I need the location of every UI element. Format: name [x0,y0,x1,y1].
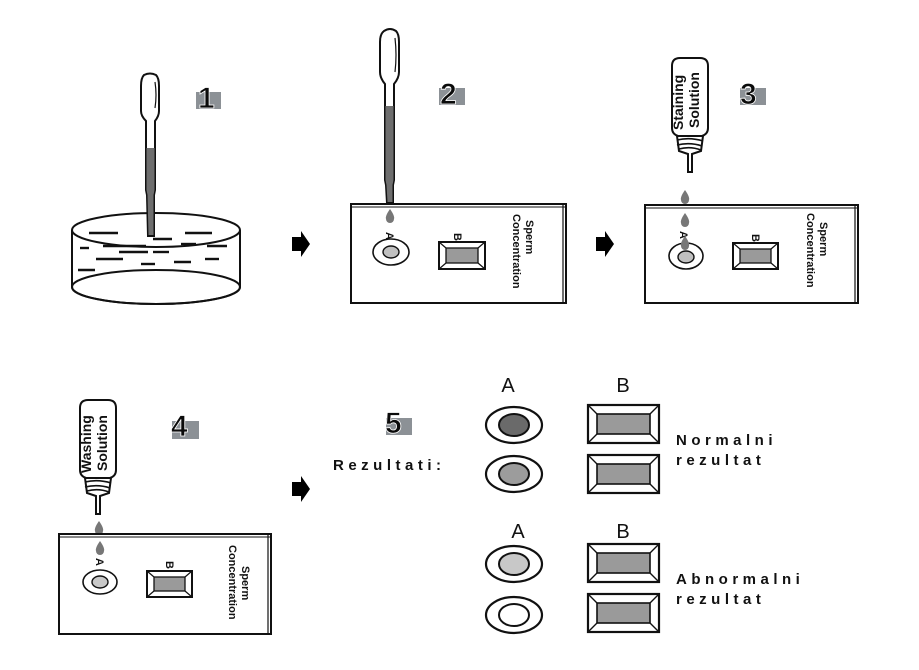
column-b-header: B [616,521,629,543]
sample-well-a [668,242,704,270]
step-badge-5: 5 [385,407,412,440]
window-b [586,542,661,584]
step-badge-2: 2 [439,78,465,111]
liquid-lines [78,231,227,272]
result-window-b [146,570,193,598]
column-b-header: B [616,375,629,397]
drop-icon [94,521,104,535]
step-badge-4: 4 [171,410,199,443]
step-1: 1 [71,72,241,305]
window-b-label: B [749,234,761,242]
abnormal-result-group: Abnormalni rezultat [484,542,804,635]
sample-well-a [372,238,410,266]
window-b-label: B [451,233,463,241]
results-heading: Rezultati: [333,457,446,474]
window-b-label: B [163,561,175,569]
well-a-no-spot [484,595,544,635]
sample-container [71,212,241,305]
well-a-label: A [93,558,105,566]
well-a-label: A [677,231,689,239]
result-window-b [732,242,779,270]
svg-text:2: 2 [440,78,457,111]
pipette-icon [140,72,160,237]
test-card: A B Sperm Concentration [58,533,272,635]
svg-text:4: 4 [171,410,188,443]
well-a-medium-spot [484,454,544,494]
well-a-label: A [383,232,395,240]
card-title-line1: Sperm [523,220,535,254]
step-5-results: 5 Rezultati: A B No [333,375,804,635]
normal-label-line2: rezultat [676,452,765,469]
card-title-line1: Sperm [817,222,829,256]
sample-well-a [82,569,118,595]
staining-solution-bottle-icon: Staining Solution [670,57,709,173]
arrow-right-icon [292,476,310,502]
bottle-label-line1: Washing [78,415,94,473]
washing-solution-bottle-icon: Washing Solution [78,399,117,515]
pipette-icon [379,28,400,204]
step-3: Staining Solution 3 A B Sperm [644,57,859,304]
step-4: Washing Solution 4 A B Sperm Co [58,399,272,635]
svg-text:3: 3 [740,78,757,111]
abnormal-label-line1: Abnormalni [676,571,804,588]
window-b [586,453,661,495]
card-title-line1: Sperm [239,566,251,600]
window-b [586,592,661,634]
well-a-light-spot [484,544,544,584]
result-window-b [438,241,486,270]
normal-label-line1: Normalni [676,432,777,449]
column-a-header: A [511,521,525,543]
well-a-dark-spot [484,405,544,445]
bottle-label-line1: Staining [670,75,686,130]
card-title-line2: Concentration [510,214,522,289]
step-badge-3: 3 [740,78,766,111]
window-b [586,403,661,445]
step-badge-1: 1 [196,82,221,115]
bottle-label-line2: Solution [686,72,702,128]
drop-icon [680,190,690,204]
arrow-right-icon [596,231,614,257]
card-title-line2: Concentration [226,545,238,620]
card-title-line2: Concentration [804,213,816,288]
test-card: A B Sperm Concentration [350,203,567,304]
test-card: A B Sperm Concentration [644,204,859,304]
bottle-label-line2: Solution [94,415,110,471]
svg-text:5: 5 [385,407,402,440]
arrow-right-icon [292,231,310,257]
step-2: 2 A B Sperm Concentration [350,28,567,304]
abnormal-label-line2: rezultat [676,591,765,608]
column-a-header: A [501,375,515,397]
svg-text:1: 1 [198,82,215,115]
normal-result-group: Normalni rezultat [484,403,777,495]
